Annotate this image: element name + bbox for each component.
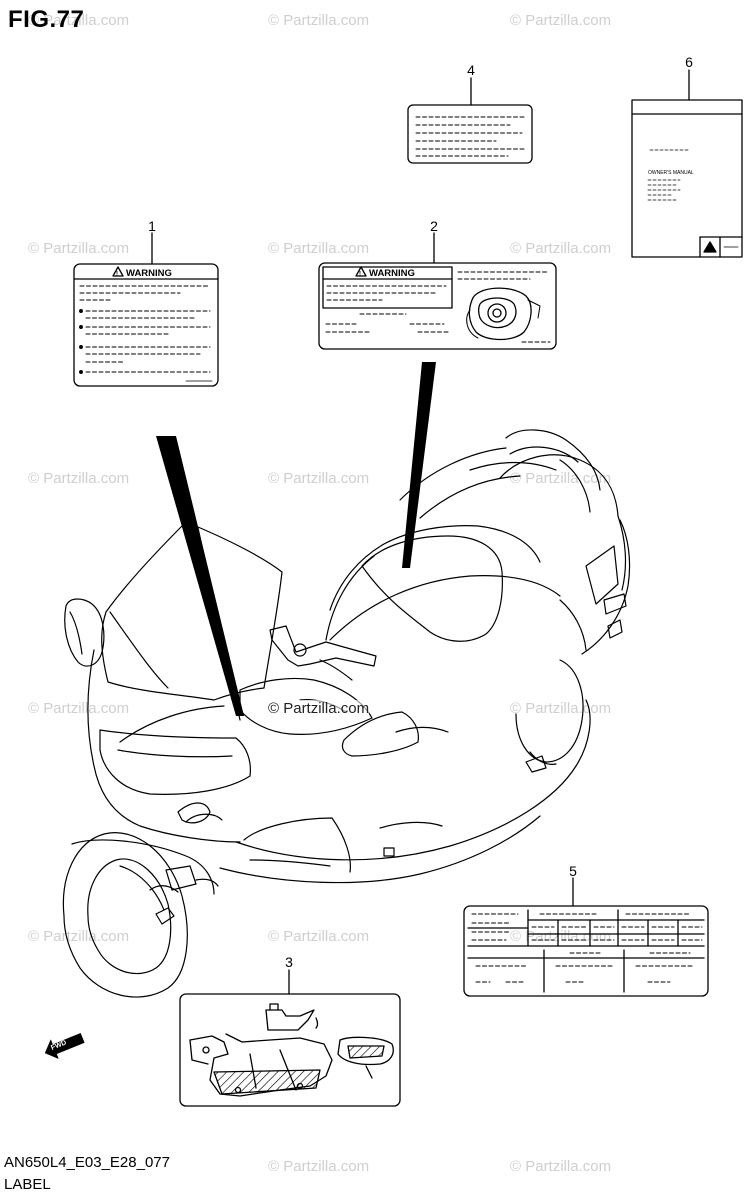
label-1-warning bbox=[73, 232, 219, 387]
callout-4: 4 bbox=[467, 62, 475, 78]
svg-text:!: ! bbox=[116, 272, 118, 278]
callout-1: 1 bbox=[148, 218, 156, 234]
watermark: © Partzilla.com bbox=[28, 700, 130, 717]
manual-title: OWNER'S MANUAL bbox=[648, 170, 694, 176]
label-4 bbox=[407, 77, 533, 164]
watermark: © Partzilla.com bbox=[28, 240, 130, 257]
warning-text-2: WARNING bbox=[369, 268, 415, 279]
figure-title: FIG.77 bbox=[8, 6, 85, 33]
watermark: © Partzilla.com bbox=[510, 470, 612, 487]
watermark: © Partzilla.com bbox=[28, 12, 130, 29]
watermark: © Partzilla.com bbox=[510, 700, 612, 717]
watermark: © Partzilla.com bbox=[268, 240, 370, 257]
watermark: © Partzilla.com bbox=[268, 928, 370, 945]
watermark: © Partzilla.com bbox=[268, 700, 370, 717]
callout-2: 2 bbox=[430, 218, 438, 234]
watermark: © Partzilla.com bbox=[510, 12, 612, 29]
label-2-warning bbox=[318, 232, 557, 350]
label-3-oil bbox=[179, 969, 401, 1107]
watermark: © Partzilla.com bbox=[268, 12, 370, 29]
scooter-drawing bbox=[62, 429, 631, 998]
figure-code: AN650L4_E03_E28_077 bbox=[4, 1154, 170, 1171]
svg-text:!: ! bbox=[359, 272, 361, 278]
watermark: © Partzilla.com bbox=[268, 470, 370, 487]
label-5 bbox=[463, 877, 709, 997]
owners-manual bbox=[631, 69, 743, 258]
watermark: © Partzilla.com bbox=[28, 928, 130, 945]
fwd-arrow-icon bbox=[44, 1033, 85, 1059]
watermark: © Partzilla.com bbox=[510, 1158, 612, 1175]
figure-label: LABEL bbox=[4, 1176, 51, 1193]
watermark: © Partzilla.com bbox=[510, 928, 612, 945]
watermark: © Partzilla.com bbox=[268, 1158, 370, 1175]
warning-text-1: WARNING bbox=[126, 268, 172, 279]
callout-6: 6 bbox=[685, 54, 693, 70]
callout-5: 5 bbox=[569, 863, 577, 879]
watermark: © Partzilla.com bbox=[28, 470, 130, 487]
callout-3: 3 bbox=[285, 954, 293, 970]
watermark: © Partzilla.com bbox=[510, 240, 612, 257]
